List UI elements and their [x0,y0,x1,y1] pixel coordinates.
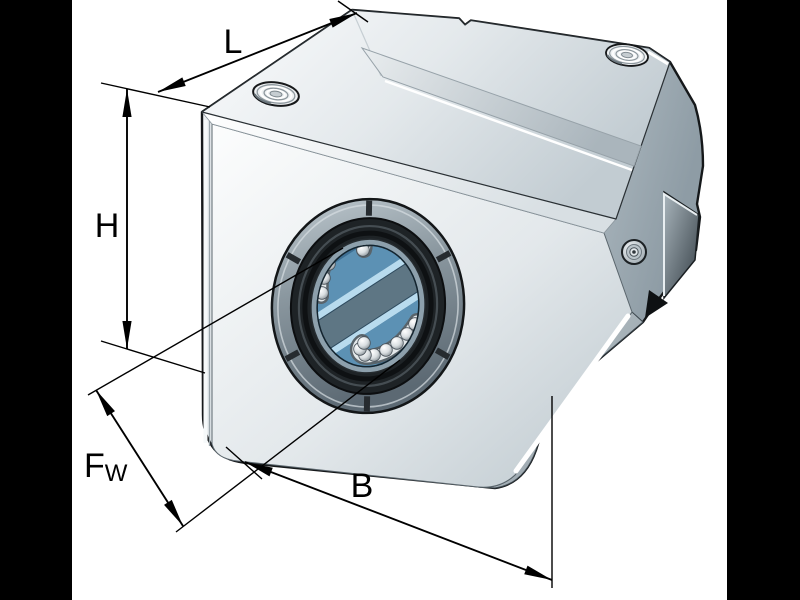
grease-port [621,239,647,265]
letterbox-bar-right [727,0,800,600]
top-groove [360,46,642,167]
thread-hole-left [252,81,300,107]
bearing-bore [270,197,466,415]
groove-highlight [384,79,633,172]
label-b: B [351,467,374,505]
fw-leader-top [87,247,344,396]
top-face [201,9,671,220]
corner-bevel-highlight [647,50,669,66]
fw-leader-bottom [175,359,401,533]
annotations [87,0,553,588]
dimension-l [157,0,369,93]
label-fw: FW [84,447,128,487]
label-h: H [95,207,120,245]
label-l: L [224,23,243,61]
dimension-b [225,396,553,588]
front-bevel-highlight [513,313,631,474]
thread-hole-right [605,43,649,67]
dimension-fw [95,389,184,527]
label-fw-main: F [84,447,105,485]
letterbox-bar-left [0,0,72,600]
side-flap [645,190,700,318]
flap-shadow-wedge [645,290,668,318]
label-fw-subscript: W [105,460,128,487]
ring-notches [284,200,452,412]
dimension-h [100,82,211,374]
